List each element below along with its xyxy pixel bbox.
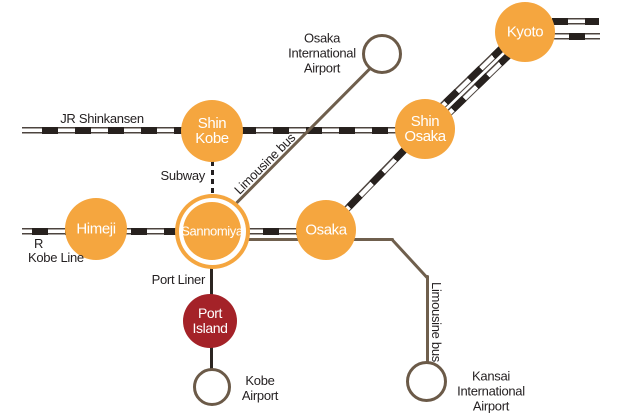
station-label-kyoto: Kyoto [506,23,544,41]
station-label-shin-kobe: Shin Kobe [195,115,229,147]
station-circle-osaka [296,200,356,260]
station-label-sannomiya: Sannomiya [181,223,243,239]
line-label-jr-shinkansen: JR Shinkansen [60,111,144,126]
line-label-limousine-bus-osaka-airport: Limousine bus [231,130,299,198]
kyoto-east-rail-line-2 [552,32,600,40]
line-label-limousine-bus-kansai: Limousine bus [429,282,444,362]
station-label-osaka: Osaka [305,221,347,239]
station-circle-shin-osaka [395,99,455,159]
airport-circle-osaka-international [362,34,402,74]
station-circle-sannomiya [183,202,241,260]
station-circle-kyoto [495,2,555,62]
line-label-subway: Subway [160,168,206,183]
kyoto-east-rail-line-1 [552,17,599,25]
station-label-himeji: Himeji [76,220,116,238]
airport-label-kansai-international: Kansai International Airport [457,368,525,414]
line-label-port-liner: Port Liner [151,272,206,287]
limousine-bus-line-kansai-seg2 [390,237,429,280]
airport-circle-kansai-international [406,361,447,402]
jr-kobe-line [22,227,326,235]
station-label-shin-osaka: Shin Osaka [404,113,446,145]
line-label-jr-kobe-line: R Kobe Line [28,236,84,265]
airport-circle-kobe [193,368,231,406]
airport-label-osaka-international: Osaka International Airport [288,30,356,76]
airport-label-kobe: Kobe Airport [241,373,279,403]
limousine-bus-line-kansai-seg3 [425,275,429,365]
station-circle-port-island [183,294,237,348]
station-circle-himeji [65,198,127,260]
station-label-port-island: Port Island [192,305,228,336]
subway-line [210,161,214,195]
station-circle-shin-kobe [181,100,243,162]
